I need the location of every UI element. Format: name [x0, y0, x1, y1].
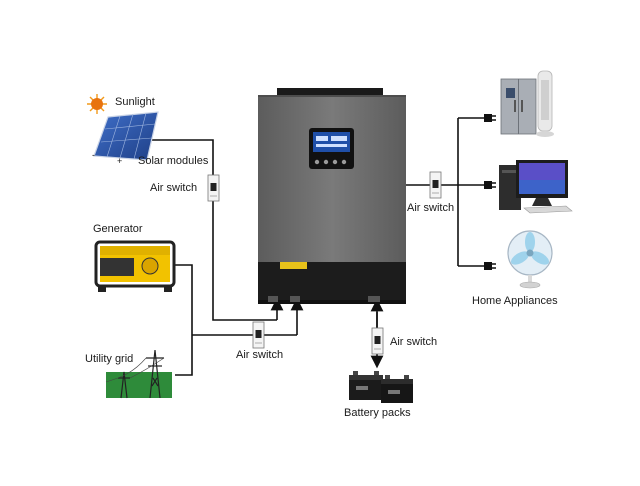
- sun-icon: [87, 94, 107, 114]
- utility-grid-label: Utility grid: [85, 353, 134, 365]
- inverter-icon: [258, 88, 406, 304]
- panel-plus-sign: +: [117, 156, 123, 166]
- air-switch-battery-label: Air switch: [390, 336, 438, 348]
- battery-icon: [349, 371, 413, 403]
- generator-wire: [175, 264, 193, 376]
- refrigerator-icon: [500, 78, 537, 135]
- plug-icon: [484, 181, 496, 189]
- utility-grid-icon: [105, 349, 172, 399]
- computer-icon: [499, 160, 573, 214]
- tower-fan-icon: [536, 70, 554, 137]
- home-appliances-label: Home Appliances: [472, 295, 558, 307]
- generator-icon: [94, 240, 176, 292]
- plug-icon: [484, 262, 496, 270]
- display-buttons: [314, 159, 347, 165]
- air-switch-icon: [252, 321, 265, 349]
- solar-wire: [152, 139, 277, 321]
- air-switch-solar-label: Air switch: [150, 182, 198, 194]
- air-switch-grid-label: Air switch: [236, 349, 284, 361]
- air-switch-icon: [207, 174, 220, 202]
- solar-modules-label: Solar modules: [138, 155, 209, 167]
- air-switch-icon: [371, 327, 384, 355]
- air-switch-icon: [429, 171, 442, 199]
- plug-icon: [484, 114, 496, 122]
- warning-label: [280, 262, 307, 269]
- solar-panel-icon: [93, 111, 159, 161]
- display-screen: [313, 132, 350, 152]
- generator-label: Generator: [93, 223, 143, 235]
- air-switch-output-label: Air switch: [407, 202, 455, 214]
- sunlight-label: Sunlight: [115, 96, 155, 108]
- panel-minus-sign: -: [92, 150, 95, 160]
- battery-packs-label: Battery packs: [344, 407, 411, 419]
- desk-fan-icon: [507, 230, 553, 289]
